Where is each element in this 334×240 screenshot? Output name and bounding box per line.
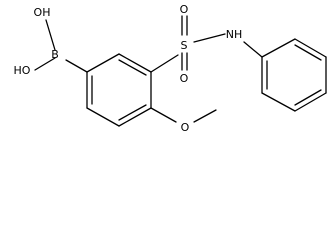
hydroxyl-bottom-label: HO — [14, 64, 31, 77]
methoxy-group: O — [150, 107, 217, 134]
amine-label: NH — [226, 28, 243, 41]
sulfur-label: S — [181, 39, 188, 52]
methoxy-oxygen-label: O — [181, 121, 190, 134]
chemical-structure: B OH HO S O O NH O — [14, 3, 327, 134]
sulfonyl-oxygen-top-label: O — [180, 3, 189, 16]
boronic-acid-group: B OH HO — [14, 6, 88, 77]
boron-label: B — [51, 48, 59, 61]
central-benzene-ring — [86, 53, 152, 127]
sulfonyl-group: S O O NH — [150, 3, 243, 85]
phenyl-ring — [243, 38, 327, 112]
hydroxyl-top-label: OH — [34, 6, 51, 19]
sulfonyl-oxygen-bottom-label: O — [180, 72, 189, 85]
